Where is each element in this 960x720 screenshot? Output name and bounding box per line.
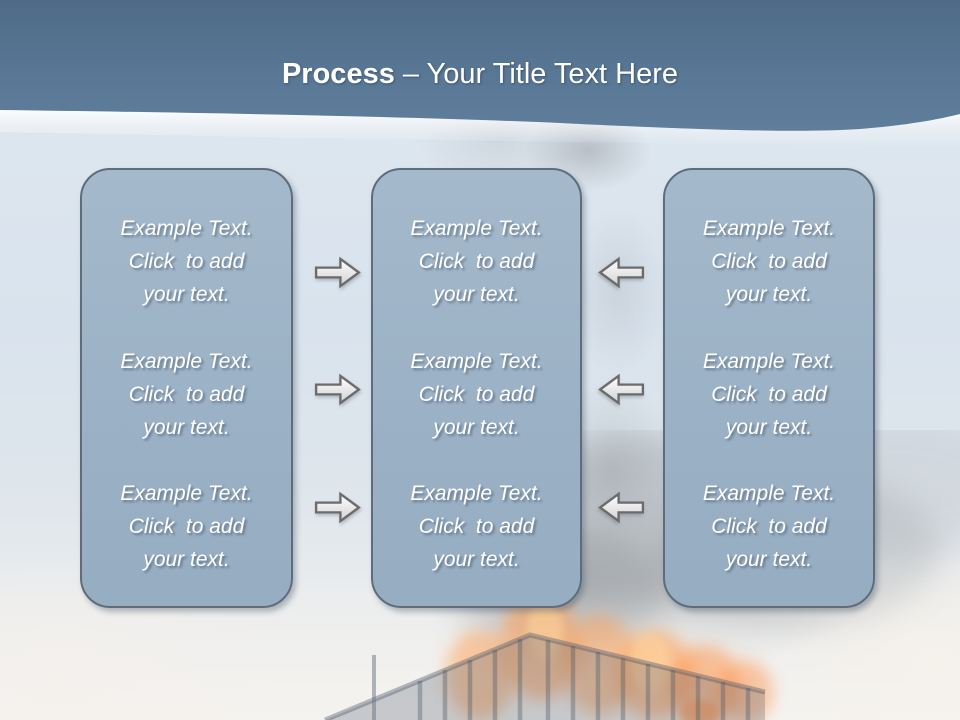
arrow-left-icon xyxy=(598,256,645,289)
arrow-left-icon xyxy=(598,373,645,406)
placeholder-line: Click to add xyxy=(418,250,535,273)
placeholder-line: Click to add xyxy=(128,250,245,273)
title-rest: – Your Title Text Here xyxy=(394,58,679,90)
process-box-right[interactable]: Example Text. Click to add your text. Ex… xyxy=(663,168,875,608)
wave-highlight xyxy=(0,110,960,146)
title-emphasis: Process xyxy=(281,58,395,90)
placeholder-line: Example Text. xyxy=(702,349,836,373)
wave-blue xyxy=(0,0,960,131)
placeholder-line: Click to add xyxy=(418,382,535,406)
arrow-right-icon xyxy=(314,373,361,406)
flames xyxy=(445,590,773,720)
placeholder-line: your text. xyxy=(725,548,813,571)
placeholder-line: Example Text. xyxy=(410,217,543,240)
process-box-left[interactable]: Example Text. Click to add your text. Ex… xyxy=(80,168,293,608)
text-placeholder[interactable]: Example Text. Click to add your text. xyxy=(88,477,285,576)
placeholder-line: Click to add xyxy=(711,250,827,273)
placeholder-line: your text. xyxy=(433,415,520,439)
placeholder-line: Click to add xyxy=(128,515,245,538)
placeholder-line: Click to add xyxy=(711,382,827,406)
placeholder-line: your text. xyxy=(433,283,520,306)
placeholder-line: Click to add xyxy=(711,515,827,538)
placeholder-line: your text. xyxy=(725,283,813,306)
text-placeholder[interactable]: Example Text. Click to add your text. xyxy=(88,212,285,311)
text-placeholder[interactable]: Example Text. Click to add your text. xyxy=(379,212,574,311)
text-placeholder[interactable]: Example Text. Click to add your text. xyxy=(379,477,574,576)
text-placeholder[interactable]: Example Text. Click to add your text. xyxy=(88,345,285,444)
arrow-left-icon xyxy=(598,491,645,524)
text-placeholder[interactable]: Example Text. Click to add your text. xyxy=(671,477,867,576)
header-band xyxy=(0,0,960,146)
text-placeholder[interactable]: Example Text. Click to add your text. xyxy=(379,345,574,444)
placeholder-line: Click to add xyxy=(418,515,535,538)
placeholder-line: Example Text. xyxy=(120,482,253,505)
arrow-right-icon xyxy=(314,256,361,289)
process-box-middle[interactable]: Example Text. Click to add your text. Ex… xyxy=(371,168,582,608)
slide-title[interactable]: Process – Your Title Text Here xyxy=(0,54,960,94)
placeholder-line: Example Text. xyxy=(702,217,836,240)
placeholder-line: Example Text. xyxy=(702,482,836,505)
placeholder-line: your text. xyxy=(433,548,520,571)
placeholder-line: Example Text. xyxy=(410,482,543,505)
pole xyxy=(372,655,376,720)
house-silhouette xyxy=(324,632,766,720)
placeholder-line: your text. xyxy=(143,548,230,571)
placeholder-line: Example Text. xyxy=(410,349,543,373)
placeholder-line: your text. xyxy=(143,283,230,306)
placeholder-line: Example Text. xyxy=(120,349,253,373)
placeholder-line: your text. xyxy=(725,415,813,439)
text-placeholder[interactable]: Example Text. Click to add your text. xyxy=(671,345,867,444)
placeholder-line: your text. xyxy=(143,415,230,439)
text-placeholder[interactable]: Example Text. Click to add your text. xyxy=(671,212,867,311)
arrow-right-icon xyxy=(314,491,361,524)
placeholder-line: Example Text. xyxy=(120,217,253,240)
placeholder-line: Click to add xyxy=(128,382,245,406)
